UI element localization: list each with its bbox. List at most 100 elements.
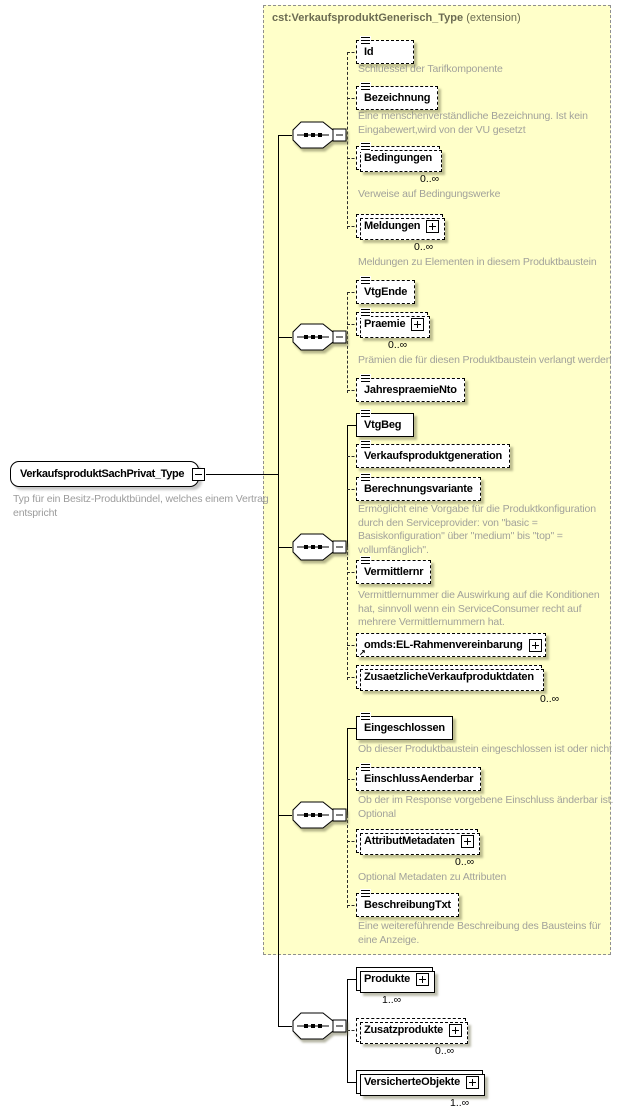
element-label: EinschlussAenderbar	[364, 773, 474, 785]
annotation: Eine weitereführende Beschreibung des Ba…	[358, 920, 601, 946]
annotation: Ermöglicht eine Vorgabe für die Produktk…	[358, 503, 596, 556]
annotation: Schluessel der Tarifkomponente	[358, 63, 503, 75]
connector-line	[347, 905, 359, 906]
annotation: Ob dieser Produktbaustein eingeschlossen…	[358, 743, 612, 755]
connector-line	[278, 815, 292, 816]
expand-icon[interactable]	[426, 219, 440, 233]
element-bedingungen[interactable]: Bedingungen	[356, 142, 443, 172]
element-label: Bezeichnung	[364, 92, 431, 104]
element-label: Meldungen	[364, 220, 421, 232]
element-zusaetzliche-verkaufproduktdaten[interactable]: ZusaetzlicheVerkaufproduktdaten	[356, 665, 544, 691]
connector-line	[347, 52, 359, 53]
occurrence-label: 0..∞	[420, 173, 440, 185]
connector-line	[278, 135, 292, 136]
expand-icon[interactable]	[528, 638, 542, 652]
element-jahrespraemiento[interactable]: JahrespraemieNto	[356, 374, 465, 402]
element-label: VtgBeg	[364, 419, 402, 431]
expand-icon[interactable]	[460, 834, 474, 848]
annotation: Vermittlernummer die Auswirkung auf die …	[358, 589, 600, 628]
annotation: Eine menschenverständliche Bezeichnung. …	[358, 110, 588, 136]
type-contents-icon	[360, 440, 371, 450]
connector-line	[347, 456, 359, 457]
connector-line	[347, 841, 359, 842]
root-annotation: Typ für ein Besitz-Produktbündel, welche…	[13, 493, 269, 519]
annotation: Ob der im Response vorgebene Einschluss …	[358, 794, 614, 820]
element-versicherte-objekte[interactable]: VersicherteObjekte	[356, 1070, 486, 1096]
element-label: Berechnungsvariante	[364, 483, 473, 495]
element-label: VtgEnde	[364, 286, 408, 298]
type-contents-icon	[360, 763, 371, 773]
connector-line	[347, 1030, 359, 1031]
connector-line	[347, 779, 359, 780]
occurrence-label: 0..∞	[414, 241, 434, 253]
connector-line	[347, 677, 359, 678]
element-vermittlernr[interactable]: Vermittlernr	[356, 556, 432, 584]
type-contents-icon	[360, 374, 371, 384]
expand-icon[interactable]	[466, 1075, 480, 1089]
sequence-icon[interactable]	[291, 800, 349, 830]
root-type-box[interactable]: VerkaufsproduktSachPrivat_Type	[10, 461, 206, 487]
occurrence-label: 0..∞	[455, 856, 475, 868]
element-meldungen[interactable]: Meldungen	[356, 214, 446, 240]
collapse-icon[interactable]	[192, 468, 206, 481]
element-attribut-metadaten[interactable]: AttributMetadaten	[356, 829, 480, 855]
occurrence-label: 1..∞	[450, 1097, 470, 1109]
reference-icon	[359, 648, 366, 657]
extension-kind: (extension)	[463, 12, 521, 24]
element-label: AttributMetadaten	[364, 835, 455, 847]
element-label: Vermittlernr	[364, 566, 424, 578]
element-label: VersicherteObjekte	[364, 1076, 461, 1088]
type-contents-icon	[360, 889, 371, 899]
element-label: Eingeschlossen	[364, 722, 445, 734]
type-contents-icon	[360, 556, 371, 566]
type-contents-icon	[360, 409, 371, 419]
element-vtgende[interactable]: VtgEnde	[356, 276, 416, 304]
element-id[interactable]: Id	[356, 36, 414, 64]
element-label: Produkte	[364, 973, 411, 985]
type-contents-icon	[360, 142, 371, 152]
element-berechnungsvariante[interactable]: Berechnungsvariante	[356, 473, 481, 501]
expand-icon[interactable]	[411, 317, 425, 331]
branch-line	[347, 425, 348, 547]
branch-line	[347, 728, 348, 815]
element-zusatzprodukte[interactable]: Zusatzprodukte	[356, 1018, 469, 1044]
expand-icon[interactable]	[449, 1023, 463, 1037]
sequence-icon[interactable]	[291, 1011, 349, 1041]
extension-header: cst:VerkaufsproduktGenerisch_Type (exten…	[272, 12, 521, 24]
element-label: JahrespraemieNto	[364, 384, 457, 396]
element-bezeichnung[interactable]: Bezeichnung	[356, 82, 439, 110]
element-label: Bedingungen	[364, 152, 433, 164]
element-label: Verkaufsproduktgeneration	[364, 450, 503, 462]
sequence-icon[interactable]	[291, 322, 349, 352]
connector-line	[347, 98, 359, 99]
element-label: Praemie	[364, 318, 406, 330]
element-omds-el-rahmenvereinbarung[interactable]: omds:EL-Rahmenvereinbarung	[356, 633, 546, 657]
connector-line	[347, 324, 359, 325]
element-eingeschlossen[interactable]: Eingeschlossen	[356, 712, 453, 740]
connector-line	[347, 226, 359, 227]
branch-line	[347, 292, 348, 393]
element-praemie[interactable]: Praemie	[356, 308, 431, 338]
type-contents-icon	[360, 308, 371, 318]
element-vtgbeg[interactable]: VtgBeg	[356, 409, 414, 437]
element-produkte[interactable]: Produkte	[356, 967, 436, 993]
connector-line	[347, 158, 359, 159]
occurrence-label: 0..∞	[388, 339, 408, 351]
element-einschluss-aenderbar[interactable]: EinschlussAenderbar	[356, 763, 482, 791]
element-label: omds:EL-Rahmenvereinbarung	[364, 639, 523, 651]
sequence-icon[interactable]	[291, 120, 349, 150]
type-contents-icon	[360, 82, 371, 92]
expand-icon[interactable]	[416, 972, 430, 986]
connector-line	[347, 572, 359, 573]
element-verkaufsproduktgeneration[interactable]: Verkaufsproduktgeneration	[356, 440, 511, 468]
connector-line	[347, 425, 356, 426]
element-beschreibung-txt[interactable]: BeschreibungTxt	[356, 889, 459, 917]
annotation: Optional Metadaten zu Attributen	[358, 871, 507, 883]
sequence-icon[interactable]	[291, 532, 349, 562]
connector-line	[347, 645, 359, 646]
extension-type-name: cst:VerkaufsproduktGenerisch_Type	[272, 12, 464, 24]
connector-line	[206, 474, 278, 475]
connector-line	[347, 979, 356, 980]
branch-line	[347, 52, 348, 229]
